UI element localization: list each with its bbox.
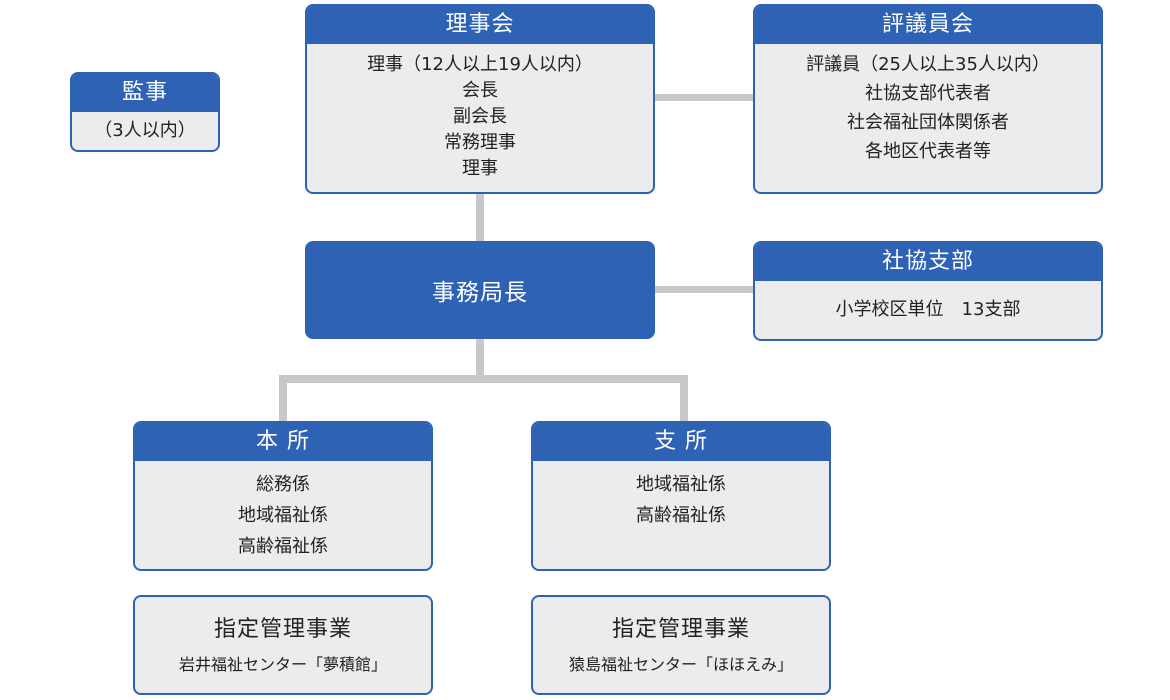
- board-title: 理事会: [307, 6, 653, 44]
- director-box: 事務局長: [305, 241, 655, 339]
- head-office-box: 本 所 総務係 地域福祉係 高齢福祉係: [133, 421, 433, 571]
- branch-office-line: 高齢福祉係: [636, 505, 726, 526]
- board-line: 常務理事: [444, 132, 516, 153]
- council-line: 各地区代表者等: [865, 141, 991, 162]
- connector-director-down: [476, 338, 484, 382]
- managed-facility-1-subtitle: 岩井福祉センター「夢積館」: [178, 655, 387, 674]
- head-office-title: 本 所: [135, 423, 431, 461]
- managed-facility-2-title: 指定管理事業: [611, 617, 750, 642]
- council-box: 評議員会 評議員（25人以上35人以内） 社協支部代表者 社会福祉団体関係者 各…: [753, 4, 1103, 194]
- managed-facility-2-subtitle: 猿島福祉センター「ほほえみ」: [568, 655, 793, 674]
- connector-to-head-office: [279, 375, 287, 423]
- board-box: 理事会 理事（12人以上19人以内） 会長 副会長 常務理事 理事: [305, 4, 655, 194]
- auditor-box: 監事 （3人以内）: [70, 72, 220, 152]
- head-office-line: 地域福祉係: [238, 505, 328, 526]
- branch-office-box: 支 所 地域福祉係 高齢福祉係: [531, 421, 831, 571]
- auditor-line: （3人以内）: [94, 120, 196, 141]
- council-title: 評議員会: [755, 6, 1101, 44]
- branch-office-line: 地域福祉係: [636, 474, 726, 495]
- branches-title: 社協支部: [755, 243, 1101, 281]
- managed-facility-2-box: 指定管理事業 猿島福祉センター「ほほえみ」: [531, 595, 831, 695]
- connector-horizontal: [279, 375, 688, 383]
- director-title: 事務局長: [432, 280, 528, 306]
- connector-director-branches: [654, 286, 754, 293]
- head-office-line: 総務係: [256, 474, 310, 495]
- connector-to-branch-office: [680, 375, 688, 423]
- connector-board-council: [654, 94, 754, 101]
- auditor-title: 監事: [72, 74, 218, 112]
- council-line: 社協支部代表者: [865, 83, 991, 104]
- board-line: 理事: [462, 158, 498, 179]
- board-line: 会長: [462, 80, 498, 101]
- managed-facility-1-box: 指定管理事業 岩井福祉センター「夢積館」: [133, 595, 433, 695]
- branches-line: 小学校区単位 13支部: [835, 299, 1021, 320]
- branches-box: 社協支部 小学校区単位 13支部: [753, 241, 1103, 341]
- connector-board-director: [476, 192, 484, 242]
- council-line: 社会福祉団体関係者: [847, 112, 1009, 133]
- board-line: 理事（12人以上19人以内）: [367, 54, 593, 75]
- managed-facility-1-title: 指定管理事業: [213, 617, 352, 642]
- head-office-line: 高齢福祉係: [238, 536, 328, 557]
- branch-office-title: 支 所: [533, 423, 829, 461]
- board-line: 副会長: [453, 106, 507, 127]
- council-line: 評議員（25人以上35人以内）: [806, 54, 1050, 75]
